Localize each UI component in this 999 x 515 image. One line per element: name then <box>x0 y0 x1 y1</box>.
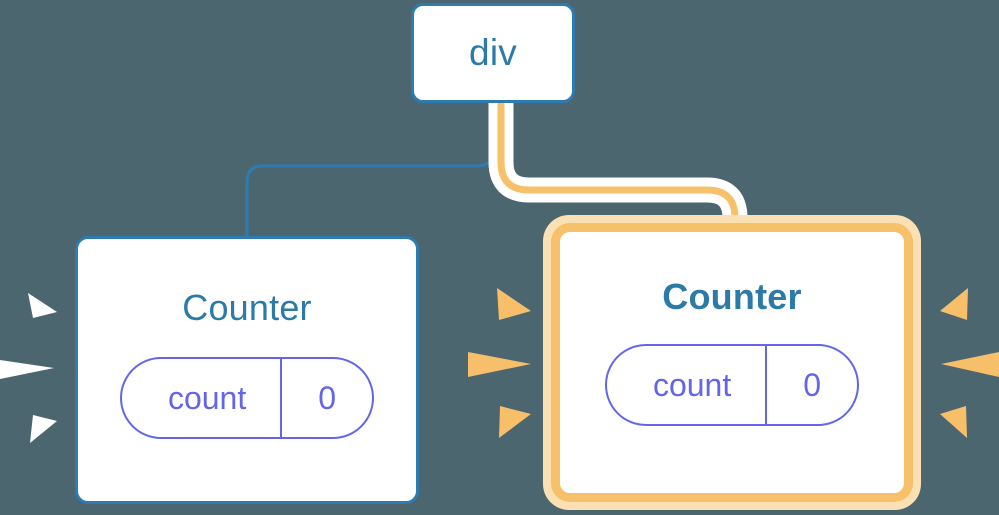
prop-value-label: 0 <box>765 346 857 424</box>
node-counter-plain-label: Counter <box>182 287 312 328</box>
node-div-label: div <box>469 32 517 73</box>
prop-name-label: count <box>652 366 732 403</box>
node-counter-plain[interactable]: Counter count 0 <box>75 236 419 504</box>
prop-pill-count-plain: count 0 <box>119 357 375 439</box>
node-counter-highlight-label: Counter <box>662 276 802 317</box>
node-counter-highlighted[interactable]: Counter count 0 <box>543 215 921 510</box>
edge-div-to-counter-highlight <box>497 103 739 238</box>
sparkle-burst-icon-highlight-right <box>940 288 999 438</box>
prop-name-label: count <box>167 379 247 416</box>
prop-pill-count-highlight: count 0 <box>604 344 860 426</box>
highlight-ring: Counter count 0 <box>551 223 913 502</box>
sparkle-burst-icon-highlight-left <box>468 288 531 438</box>
node-div[interactable]: div <box>411 3 575 103</box>
prop-value-label: 0 <box>280 359 372 437</box>
sparkle-burst-icon-plain-left <box>0 293 57 443</box>
